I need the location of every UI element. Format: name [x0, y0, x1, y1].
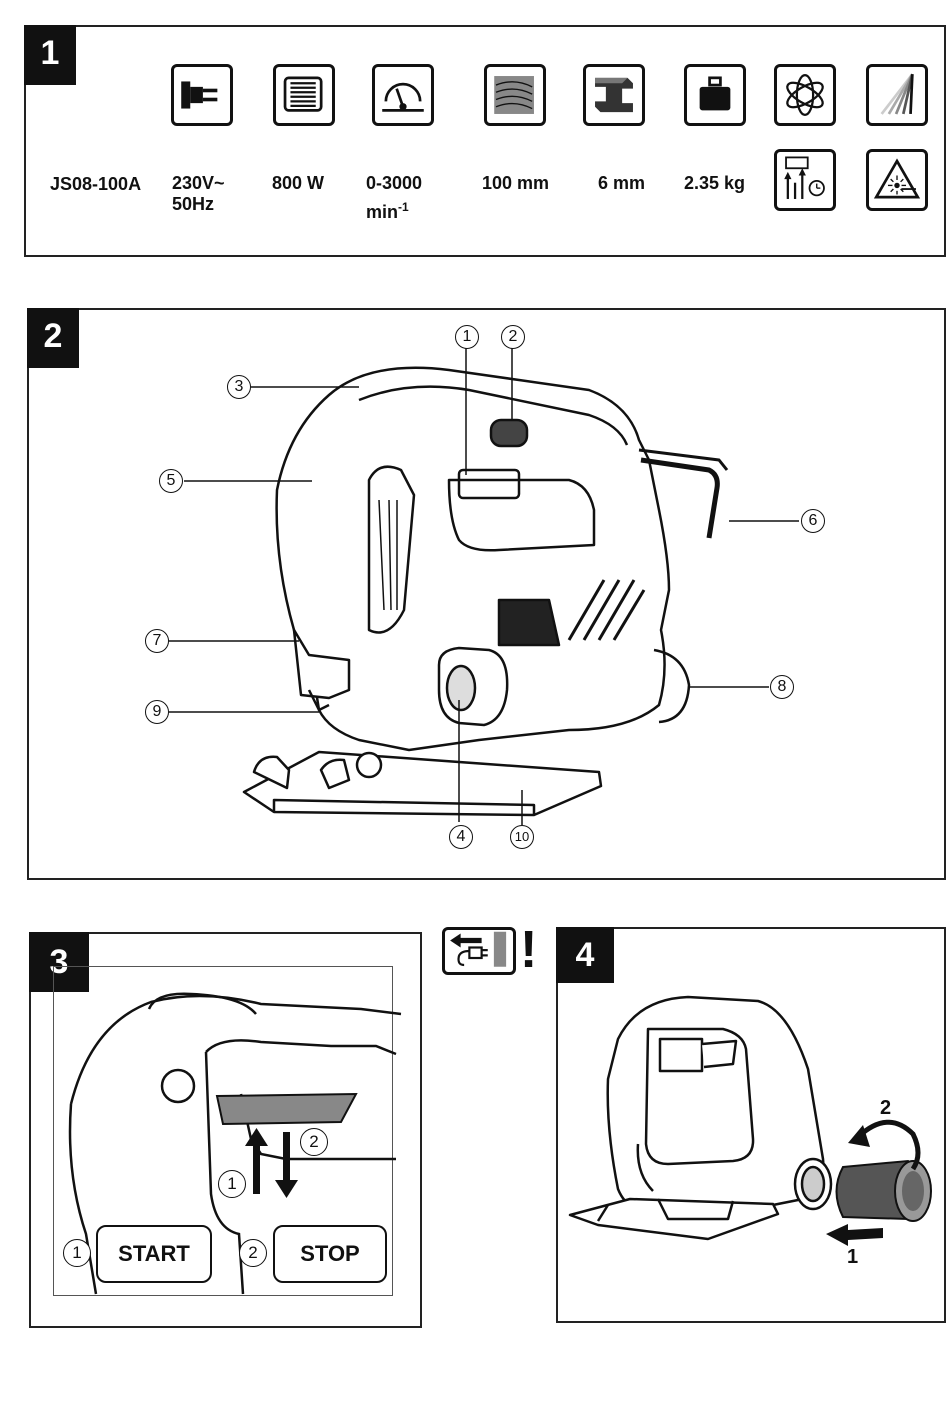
callout-8: 8: [770, 675, 794, 699]
panel-dust-adapter: 4 2 1: [556, 927, 946, 1323]
stroke-icon: [866, 64, 928, 126]
start-step-number: 1: [63, 1239, 91, 1267]
speed-unit-exponent: -1: [398, 200, 409, 214]
speed-line-1: 0-3000: [366, 173, 422, 194]
wood-cut-depth: 100 mm: [482, 173, 549, 194]
start-label: START: [96, 1225, 212, 1283]
step-2-rotate: 2: [880, 1097, 891, 1120]
unplug-icon: [442, 927, 516, 975]
jigsaw-illustration: [29, 310, 944, 878]
callout-3: 3: [227, 375, 251, 399]
weight-icon: [684, 64, 746, 126]
stop-step-number: 2: [239, 1239, 267, 1267]
voltage-line-1: 230V~: [172, 173, 225, 194]
step-2-down: 2: [300, 1128, 328, 1156]
weight-value: 2.35 kg: [684, 173, 745, 194]
callout-1: 1: [455, 325, 479, 349]
panel-specifications: 1 JS08-100A 230V~ 50Hz 800 W 0-3000 min-…: [24, 25, 946, 257]
panel-number: 1: [24, 25, 76, 85]
model-number: JS08-100A: [50, 174, 141, 195]
steel-cut-depth: 6 mm: [598, 173, 645, 194]
panel-tool-overview: 2: [27, 308, 946, 880]
callout-4: 4: [449, 825, 473, 849]
wood-cutting-icon: [484, 64, 546, 126]
panel-switch-operation: 3 1 2 1 START 2 STOP: [29, 932, 422, 1328]
power-rating: 800 W: [272, 173, 324, 194]
plug-icon: [171, 64, 233, 126]
step-1-up: 1: [218, 1170, 246, 1198]
pendulum-orbit-icon: [774, 64, 836, 126]
callout-7: 7: [145, 629, 169, 653]
step-1-insert: 1: [847, 1246, 858, 1269]
callout-5: 5: [159, 469, 183, 493]
stroke-height-icon: [774, 149, 836, 211]
speed-gauge-icon: [372, 64, 434, 126]
motor-icon: [273, 64, 335, 126]
steel-cutting-icon: [583, 64, 645, 126]
callout-10: 10: [510, 825, 534, 849]
laser-warning-icon: [866, 149, 928, 211]
callout-2: 2: [501, 325, 525, 349]
speed-line-2: min-1: [366, 197, 409, 223]
voltage-line-2: 50Hz: [172, 194, 214, 215]
stop-label: STOP: [273, 1225, 387, 1283]
unplug-warning: !: [442, 927, 542, 979]
callout-6: 6: [801, 509, 825, 533]
speed-unit: min: [366, 202, 398, 222]
dust-adapter-illustration: [558, 929, 944, 1321]
warning-exclamation: !: [520, 921, 537, 979]
callout-9: 9: [145, 700, 169, 724]
